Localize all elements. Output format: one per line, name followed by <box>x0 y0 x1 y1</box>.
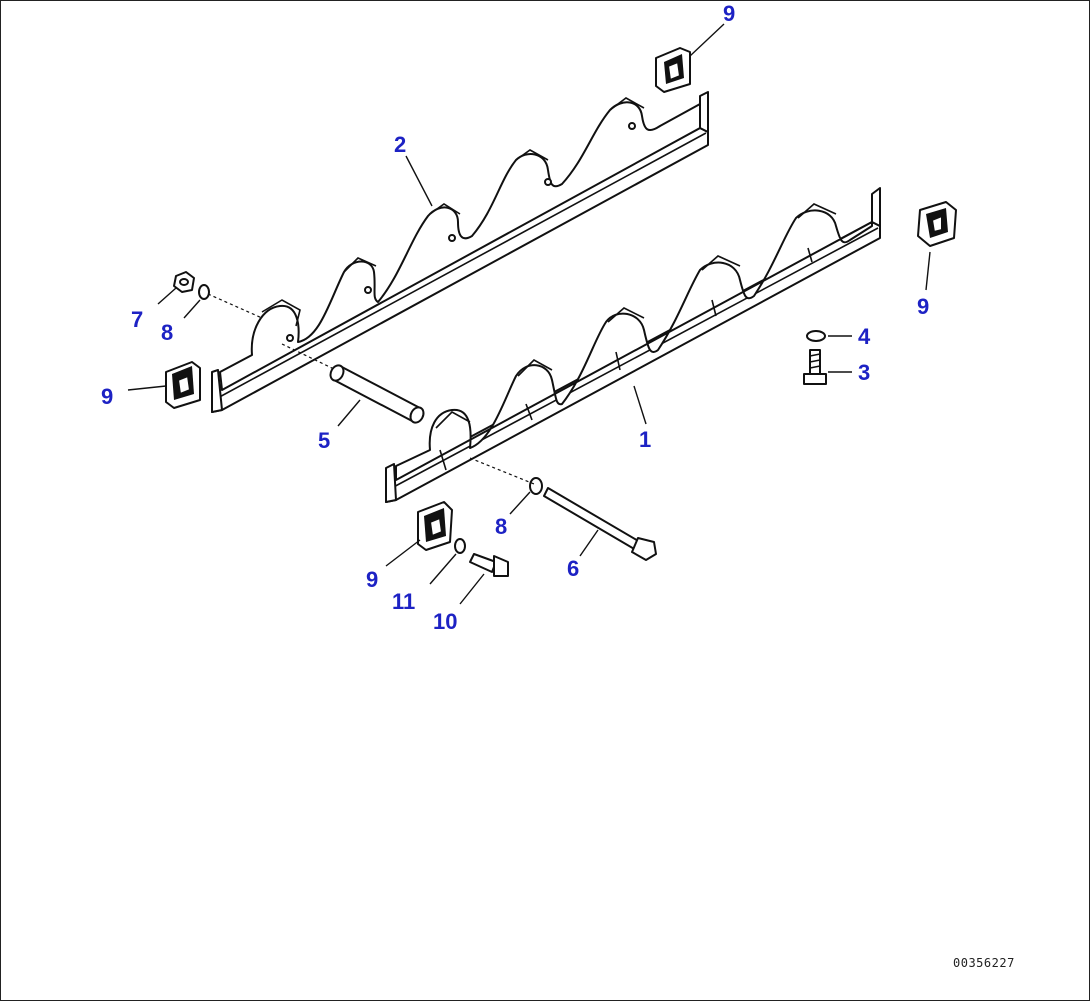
leader-lines <box>127 23 931 605</box>
clamp-part-9-top <box>655 47 691 93</box>
bolt-part-10 <box>469 553 509 577</box>
rail-part-1 <box>385 187 881 503</box>
callout-part-9-bottom: 9 <box>366 567 378 592</box>
clamp-part-9-left <box>165 361 201 409</box>
rail-part-2 <box>211 91 709 413</box>
nut-part-7 <box>173 271 195 293</box>
callout-part-11: 11 <box>392 589 415 614</box>
callout-part-5: 5 <box>318 428 330 453</box>
callout-part-2: 2 <box>394 132 406 157</box>
callout-part-8-lower: 8 <box>495 514 507 539</box>
callout-part-6: 6 <box>567 556 579 581</box>
callout-part-4: 4 <box>858 324 871 349</box>
bolt-part-3 <box>803 349 827 385</box>
callout-part-10: 10 <box>433 609 457 634</box>
drawing-number: 00356227 <box>953 956 1015 970</box>
washer-part-8-lower <box>529 477 543 495</box>
clamp-part-9-right <box>917 201 957 247</box>
long-bolt-part-6 <box>543 487 657 561</box>
washer-part-8-upper <box>198 284 210 300</box>
assembly-line-lower <box>281 343 535 485</box>
callout-part-9-right: 9 <box>917 294 929 319</box>
callout-part-7: 7 <box>131 307 143 332</box>
callout-part-8-upper: 8 <box>161 320 173 345</box>
callout-part-3: 3 <box>858 360 870 385</box>
callout-part-1: 1 <box>639 427 651 452</box>
washer-part-4 <box>806 330 826 342</box>
callout-part-9-left: 9 <box>101 384 113 409</box>
clamp-part-9-bottom <box>417 501 453 551</box>
washer-part-11 <box>454 538 466 554</box>
callout-part-9-top: 9 <box>723 1 735 26</box>
spacer-pipe-part-5 <box>329 364 425 424</box>
assembly-line-upper <box>207 293 263 319</box>
